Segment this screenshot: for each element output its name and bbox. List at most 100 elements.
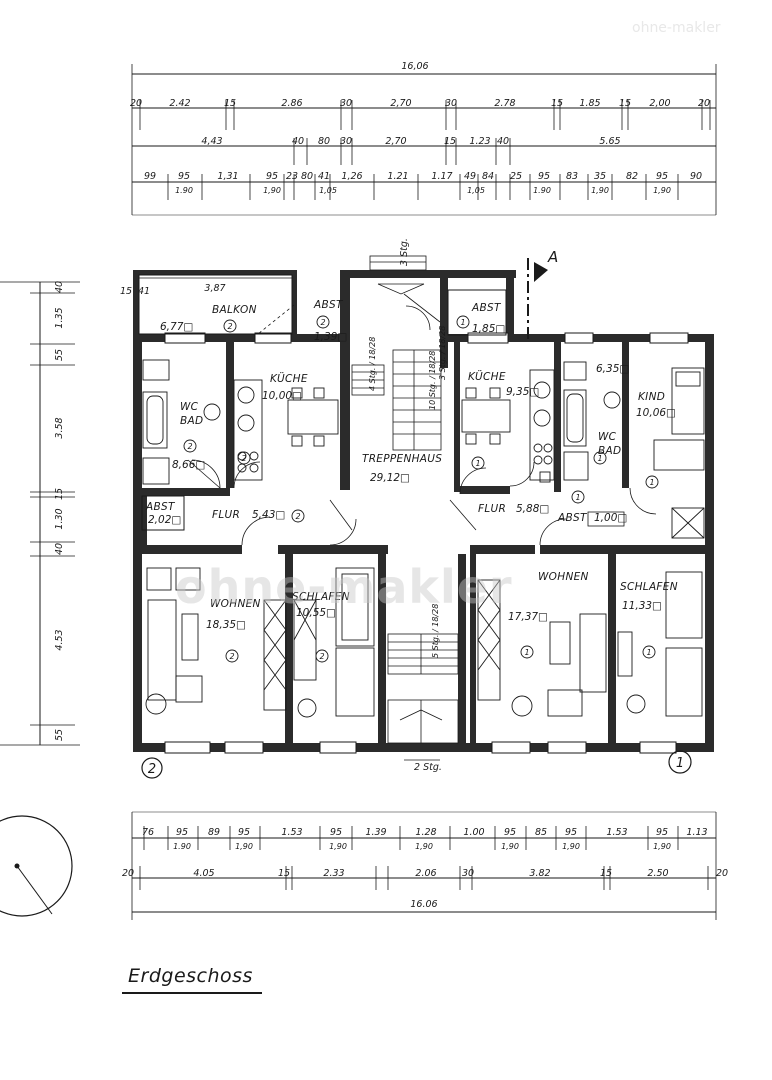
bottom-dim-row1-value: 1.13 bbox=[686, 827, 707, 838]
room-unit-number: 2 bbox=[319, 652, 324, 661]
room-area: 18,35□ bbox=[206, 619, 246, 631]
room-unit-number: 1 bbox=[460, 318, 465, 327]
orientation-circle bbox=[0, 815, 73, 917]
top-dim-row2-value: 5.65 bbox=[599, 136, 620, 147]
bottom-dim-row2-value: 2.06 bbox=[415, 868, 436, 879]
room-unit-circle bbox=[456, 315, 470, 329]
room-name: FLUR bbox=[478, 503, 506, 515]
top-dim-row3-value: 1.17 bbox=[431, 171, 452, 182]
top-dim-row2-value: 4,43 bbox=[201, 136, 222, 147]
top-dim-row1-value: 20 bbox=[130, 98, 142, 109]
bottom-dim-row2-value: 15 bbox=[278, 868, 290, 879]
unit-marker-left: 2 bbox=[148, 762, 156, 777]
top-dim-row3-value: 41 bbox=[318, 171, 330, 182]
bottom-dim-row2-value: 30 bbox=[462, 868, 474, 879]
room-unit-circle bbox=[225, 649, 239, 663]
room-unit-circle bbox=[593, 451, 607, 465]
room-unit-number: 2 bbox=[227, 322, 232, 331]
left-dim-value: 15 bbox=[54, 488, 65, 500]
top-dim-row3-value: 95 bbox=[266, 171, 278, 182]
bottom-dim-row1-value: 85 bbox=[535, 827, 547, 838]
top-dim-row1-value: 2.78 bbox=[494, 98, 515, 109]
bottom-dim-row1-value: 89 bbox=[208, 827, 220, 838]
room-area: 29,12□ bbox=[370, 472, 410, 484]
bottom-dim-row1-sub-value: 1,90 bbox=[501, 842, 519, 851]
top-dim-row1-value: 15 bbox=[619, 98, 631, 109]
room-area: 11,33□ bbox=[622, 600, 662, 612]
room-area: 5,88□ bbox=[516, 503, 549, 515]
top-dim-row2-value: 30 bbox=[340, 136, 352, 147]
unit-marker-right: 1 bbox=[676, 756, 684, 771]
room-area: 5,43□ bbox=[252, 509, 285, 521]
left-dim-value: 40 bbox=[54, 543, 65, 555]
left-dim-value: 3.58 bbox=[54, 417, 65, 438]
room-unit-number: 2 bbox=[320, 318, 325, 327]
room-name: SCHLAFEN bbox=[620, 581, 678, 593]
room-area: 1,85□ bbox=[472, 323, 505, 335]
top-dim-row3-value: 1.21 bbox=[387, 171, 408, 182]
stair-top-label: 3 Stg. bbox=[399, 238, 410, 266]
room-unit-circle bbox=[223, 319, 237, 333]
room-name: ABST bbox=[471, 302, 502, 314]
room-name: SCHLAFEN bbox=[292, 591, 350, 603]
top-dim-row1-value: 2,70 bbox=[390, 98, 411, 109]
top-dim-row1-value: 20 bbox=[698, 98, 710, 109]
top-dim-row3-value: 83 bbox=[566, 171, 578, 182]
top-dim-row3-value: 35 bbox=[594, 171, 606, 182]
room-name: BAD bbox=[180, 415, 203, 427]
room-area: 10,06□ bbox=[636, 407, 676, 419]
room-unit-circle bbox=[571, 490, 585, 504]
room-area: 17,37□ bbox=[508, 611, 548, 623]
top-dim-row2-value: 1.23 bbox=[469, 136, 490, 147]
bottom-dim-row1-value: 95 bbox=[565, 827, 577, 838]
room-unit-circle bbox=[315, 649, 329, 663]
section-mark-label: A bbox=[547, 248, 558, 266]
windows bbox=[164, 332, 689, 754]
bottom-dim-row1-sub-value: 1,90 bbox=[562, 842, 580, 851]
room-unit-number: 1 bbox=[475, 459, 480, 468]
building-walls bbox=[133, 270, 714, 752]
bottom-dim-row1-value: 95 bbox=[330, 827, 342, 838]
top-dim-row3-sub-value: 1,90 bbox=[263, 186, 281, 195]
left-dim-value: 4.53 bbox=[54, 629, 65, 650]
left-dim-value: 55 bbox=[54, 729, 65, 741]
room-area: 6,35□ bbox=[596, 363, 629, 375]
top-dim-row1-value: 2.86 bbox=[281, 98, 302, 109]
corner-mark: ohne-makler bbox=[632, 20, 721, 36]
room-name: ABST bbox=[313, 299, 344, 311]
room-name: ABST bbox=[145, 501, 176, 513]
room-name: WOHNEN bbox=[210, 598, 261, 610]
bottom-dim-row1-value: 95 bbox=[656, 827, 668, 838]
room-unit-circle bbox=[291, 509, 305, 523]
room-area: 10,00□ bbox=[262, 390, 302, 402]
room-name: WC bbox=[180, 401, 199, 413]
top-dim-row3-value: 23 bbox=[286, 171, 298, 182]
bottom-total-dim: 16.06 bbox=[410, 899, 437, 910]
top-dim-row1-value: 30 bbox=[445, 98, 457, 109]
drawing-title: Erdgeschoss bbox=[128, 965, 253, 987]
top-dim-row3-value: 99 bbox=[144, 171, 156, 182]
left-dim-value: 40 bbox=[54, 281, 65, 293]
bottom-dim-row1-value: 1.53 bbox=[606, 827, 627, 838]
stair-b-label: 10 Stg. / 18/28 bbox=[428, 351, 437, 410]
room-unit-number: 1 bbox=[524, 648, 529, 657]
bottom-dim-row2-value: 2.33 bbox=[323, 868, 344, 879]
room-name: WC bbox=[598, 431, 617, 443]
bottom-dim-row1-value: 1.28 bbox=[415, 827, 436, 838]
top-dim-row3-sub-value: 1,05 bbox=[319, 186, 337, 195]
room-area: 9,35□ bbox=[506, 386, 539, 398]
room-unit-number: 2 bbox=[295, 512, 300, 521]
left-dim-value: 55 bbox=[54, 349, 65, 361]
bottom-dim-row1-value: 1.39 bbox=[365, 827, 386, 838]
top-dim-row3-sub-value: 1.90 bbox=[175, 186, 193, 195]
room-name: KIND bbox=[638, 391, 665, 403]
top-dim-row3-value: 95 bbox=[656, 171, 668, 182]
watermark: ohne-makler bbox=[175, 560, 513, 614]
bottom-dim-row1-value: 95 bbox=[176, 827, 188, 838]
